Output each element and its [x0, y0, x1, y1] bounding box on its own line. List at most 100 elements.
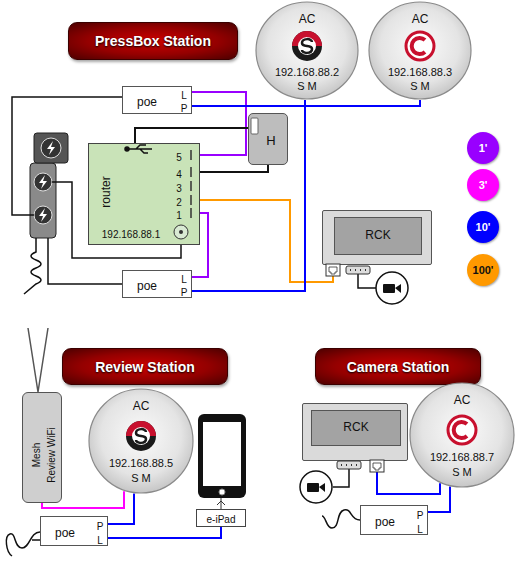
ethernet-notch	[373, 463, 381, 470]
ipad-plug	[217, 501, 225, 505]
text-slot: Camera Station	[347, 358, 450, 376]
power-cables	[6, 97, 376, 556]
length-swatch: 10'	[467, 211, 499, 243]
ellipse-fill	[256, 2, 358, 99]
legend-label: 1'	[479, 142, 488, 155]
power-cable	[32, 539, 40, 541]
text-slot: 2	[176, 192, 182, 210]
text-slot: e-iPad	[207, 509, 236, 527]
rck-unit: RCK	[302, 403, 408, 461]
station-banner: PressBox Station	[68, 22, 238, 60]
node-label: Review WiFi	[46, 427, 57, 483]
coiled-cord	[24, 238, 41, 294]
text-slot: 192.168.88.5	[109, 453, 173, 471]
node-label: S M	[131, 472, 151, 484]
rck-ports	[326, 264, 370, 276]
node-label: 192.168.88.2	[275, 66, 339, 78]
text-slot: Mesh	[26, 443, 44, 467]
camera-lens	[319, 483, 325, 492]
node-label: P	[181, 287, 188, 298]
poe-injector: poe LP	[122, 86, 192, 114]
poe-injector: poeLP	[122, 270, 192, 298]
station-banner: Review Station	[62, 348, 228, 385]
node-label: 192.168.88.7	[430, 451, 494, 463]
network-cable	[200, 200, 333, 282]
coiled-cord	[6, 532, 40, 556]
coiled-cord	[322, 510, 360, 528]
node-label: poe	[55, 526, 75, 540]
network-cable	[135, 128, 248, 143]
text-slot: S M	[297, 76, 317, 94]
camera-ring	[300, 471, 332, 503]
network-cable	[108, 494, 134, 524]
camera-cable	[358, 274, 376, 288]
lightning-symbol	[47, 141, 55, 155]
text-slot: PressBox Station	[95, 32, 211, 50]
e-ipad-box: e-iPad	[196, 509, 246, 527]
node-label: AC	[133, 399, 150, 413]
node-label: poe	[375, 515, 395, 529]
text-slot: 1	[176, 205, 182, 223]
lightning-symbol	[39, 208, 47, 222]
access-point: AC 192.168.88.2 S M	[255, 1, 359, 100]
camera-icon	[376, 272, 408, 304]
network-cable	[192, 92, 246, 155]
text-slot: router	[96, 176, 114, 207]
outlet	[34, 173, 52, 191]
camera-icon	[300, 471, 332, 503]
text-slot: P	[181, 98, 188, 116]
text-slot: poe	[375, 512, 395, 530]
access-point: AC 192.168.88.5S M	[88, 388, 194, 494]
text-slot: H	[266, 131, 275, 149]
network-cable	[200, 165, 268, 172]
rck-ports	[337, 460, 384, 472]
text-slot: 192.168.88.2	[275, 62, 339, 80]
node-label: 3	[176, 183, 182, 194]
node-label: S M	[410, 80, 430, 92]
network-cable	[108, 527, 221, 538]
poe-injector: poePL	[360, 505, 428, 535]
text-slot: S M	[131, 468, 151, 486]
length-swatch: 100'	[467, 254, 499, 286]
access-point: AC192.168.88.3S M	[368, 1, 472, 100]
text-slot: AC	[299, 9, 316, 27]
camera-lens	[395, 284, 401, 293]
text-slot: poe	[137, 92, 157, 110]
text-slot: AC	[454, 390, 471, 408]
text-slot: L	[181, 85, 187, 103]
mesh-wifi: MeshReview WiFi	[22, 392, 62, 503]
text-slot: 192.168.88.7	[430, 447, 494, 465]
node-label: H	[266, 133, 275, 148]
legend-label: 10'	[476, 221, 491, 234]
camera-body	[383, 284, 395, 293]
node-label: S M	[297, 80, 317, 92]
node-label: RCK	[343, 421, 368, 435]
camera-body	[307, 483, 319, 492]
rck-screen: RCK	[334, 217, 422, 255]
text-slot: S M	[410, 76, 430, 94]
network-cable	[192, 100, 305, 291]
ellipse-fill	[410, 383, 514, 487]
node-label: AC	[299, 12, 316, 26]
node-label: P	[97, 521, 104, 532]
node-label: P	[417, 510, 424, 521]
node-label: RCK	[365, 229, 390, 243]
ethernet-port	[326, 264, 340, 276]
node-label: PressBox Station	[95, 33, 211, 49]
camera-ring	[376, 272, 408, 304]
text-slot: poe	[55, 523, 75, 541]
station-banner: Camera Station	[315, 348, 481, 385]
text-slot: 4	[176, 164, 182, 182]
outlet	[41, 138, 61, 158]
node-label: 192.168.88.1	[102, 229, 160, 240]
ellipse-fill	[369, 2, 471, 99]
serial-pins	[341, 464, 357, 466]
node-label: poe	[137, 95, 157, 109]
node-label: 5	[176, 152, 182, 163]
ipad-icon	[198, 414, 246, 509]
text-slot: P	[181, 282, 188, 300]
node-label: Review Station	[95, 359, 195, 375]
node-label: S M	[452, 466, 472, 478]
text-slot: S M	[452, 462, 472, 480]
